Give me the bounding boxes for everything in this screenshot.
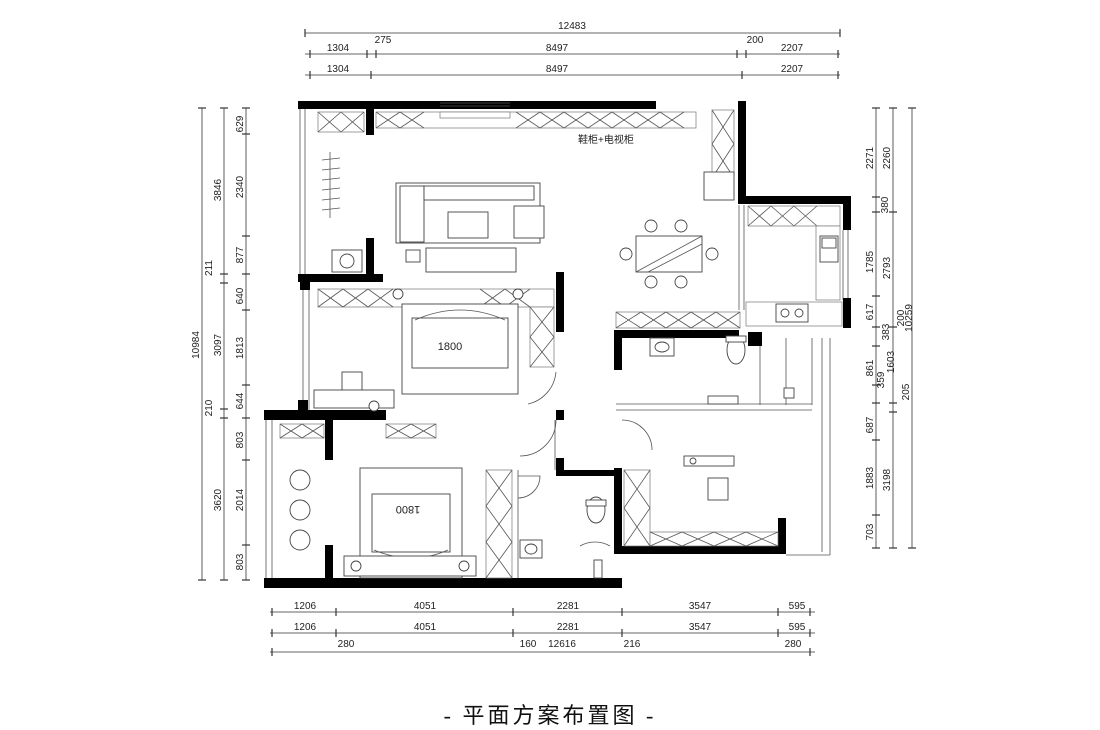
tv-stand: [425, 247, 517, 273]
dim-bottom-4: 3547: [689, 601, 712, 612]
dim-top-2: 275: [375, 35, 392, 46]
dim-right-outer-5: 3198: [882, 468, 893, 491]
dim-bottom-row3-5: 280: [785, 639, 802, 650]
dim-right-inner-10: 1883: [865, 466, 876, 489]
dim-right-inner-8: 359: [876, 371, 887, 388]
right-dimensions: 2271 380 1785 617 383 1603 861 359 687 1…: [865, 107, 916, 549]
dim-right-outer-4: 205: [901, 383, 912, 400]
dim-right-inner-11: 703: [865, 523, 876, 540]
dim-left-inner-4: 640: [235, 287, 246, 304]
dim-left-outer-2: 211: [204, 260, 215, 276]
dim-right-inner-2: 380: [880, 196, 891, 213]
dim-bottom-row2-2: 4051: [414, 622, 437, 633]
dim-left-inner-2: 2340: [235, 175, 246, 198]
dim-top-row2-2: 8497: [546, 64, 569, 75]
dim-left-total: 10984: [191, 331, 202, 359]
bathrooms: [517, 335, 795, 579]
dim-top-3: 8497: [546, 43, 569, 54]
dim-top-4: 200: [747, 35, 764, 46]
dim-left-inner-9: 803: [235, 553, 246, 570]
armchair-1: [289, 469, 311, 491]
windows: [440, 102, 510, 107]
dining-table: [619, 219, 719, 289]
dim-bottom-row3-2: 160: [520, 639, 537, 650]
dim-right-inner-7: 861: [865, 359, 876, 376]
inner-outlines: [265, 108, 849, 580]
shoe-rack: [321, 152, 341, 218]
dim-left-outer-4: 210: [204, 399, 215, 416]
study: [683, 455, 735, 501]
study-chair: [707, 477, 729, 501]
dim-bottom-total: 12616: [548, 639, 576, 650]
second-bedroom: 1800: [289, 467, 477, 579]
double-bed-2: [371, 493, 451, 553]
dim-left-inner-5: 1813: [235, 336, 246, 359]
dim-bottom-1: 1206: [294, 601, 317, 612]
dim-right-outer-3: 200: [896, 309, 907, 326]
dim-bottom-2: 4051: [414, 601, 437, 612]
second-bed-label: 1800: [396, 503, 420, 515]
master-bedroom: 1800: [313, 288, 524, 412]
dim-left-outer-1: 3846: [213, 178, 224, 201]
kitchen: [775, 235, 839, 323]
master-bed-label: 1800: [438, 341, 462, 353]
dim-right-outer-1: 2260: [882, 146, 893, 169]
plan-title: - 平面方案布置图 -: [443, 703, 657, 728]
dim-top-total: 12483: [558, 21, 586, 32]
dim-right-inner-5: 383: [881, 323, 892, 340]
dim-left-outer-3: 3097: [213, 333, 224, 356]
dim-left-inner-3: 877: [235, 246, 246, 263]
dim-bottom-3: 2281: [557, 601, 580, 612]
dim-right-inner-6: 1603: [886, 350, 897, 373]
coffee-table: [447, 211, 489, 239]
dim-right-inner-1: 2271: [865, 146, 876, 169]
dim-right-inner-9: 687: [865, 416, 876, 433]
dim-bottom-row2-5: 595: [789, 622, 806, 633]
dim-left-inner-7: 803: [235, 431, 246, 448]
dim-left-inner-8: 2014: [235, 488, 246, 511]
dim-right-inner-4: 617: [865, 303, 876, 320]
dim-bottom-row3-4: 216: [624, 639, 641, 650]
cabinets: [279, 109, 843, 579]
stove: [775, 303, 809, 323]
dim-left-outer-5: 3620: [213, 488, 224, 511]
dim-left-inner-6: 644: [235, 392, 246, 409]
dim-left-inner-1: 629: [235, 115, 246, 132]
dim-right-inner-3: 1785: [865, 250, 876, 273]
dim-bottom-row2-1: 1206: [294, 622, 317, 633]
walls: [264, 101, 851, 588]
dim-bottom-5: 595: [789, 601, 806, 612]
double-bed: [411, 317, 509, 369]
side-table: [289, 499, 311, 521]
dim-bottom-row2-4: 3547: [689, 622, 712, 633]
dim-top-5: 2207: [781, 43, 804, 54]
dim-bottom-row2-3: 2281: [557, 622, 580, 633]
dim-top-row2-3: 2207: [781, 64, 804, 75]
study-desk: [683, 455, 735, 467]
shoe-tv-cabinet-label: 鞋柜+电视柜: [578, 133, 634, 146]
dim-right-outer-2: 2793: [882, 256, 893, 279]
dim-top-1: 1304: [327, 43, 350, 54]
bottom-dimensions: 1206 4051 2281 3547 595 1206 4051 2281 3…: [270, 601, 815, 656]
top-dimensions: 12483 1304 275 8497 200 2207 1304 8497 2…: [304, 21, 841, 79]
left-dimensions: 10984 3846 211 3097 210 3620 629 2340 87…: [191, 107, 250, 581]
dim-bottom-row3-1: 280: [338, 639, 355, 650]
armchair-2: [289, 529, 311, 551]
living-room-furniture: 鞋柜+电视柜: [321, 133, 735, 289]
dim-right-total: 10259: [904, 304, 915, 332]
dim-top-row2-1: 1304: [327, 64, 350, 75]
